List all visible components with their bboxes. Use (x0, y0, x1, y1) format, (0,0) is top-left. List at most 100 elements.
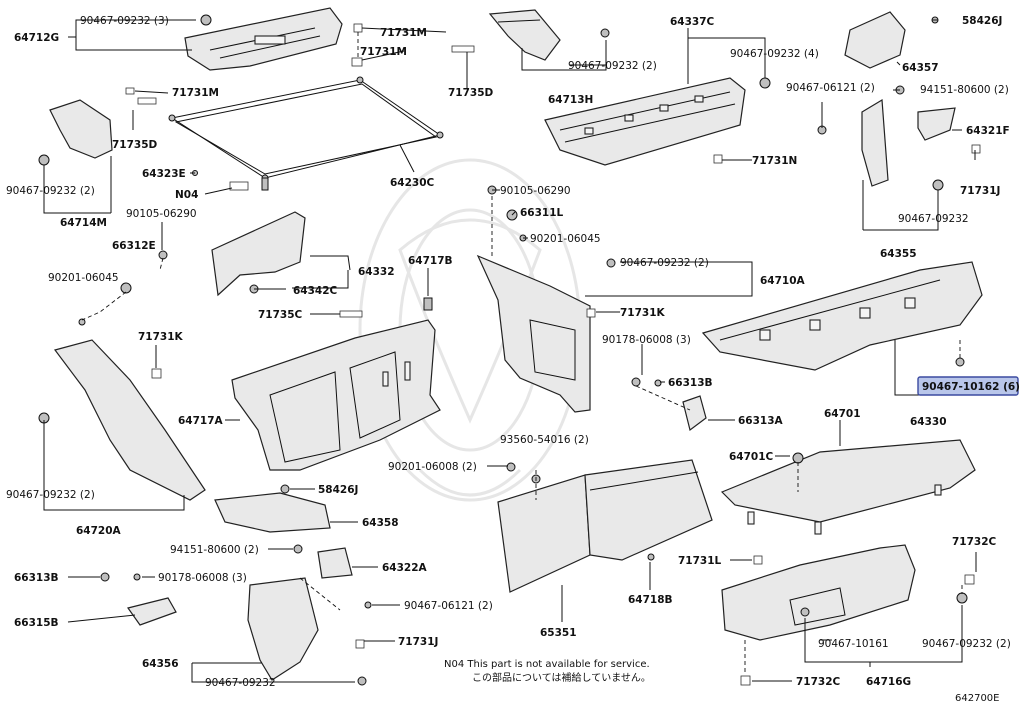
part-64337c-shape (544, 77, 746, 166)
label-90467-06121-2-b[interactable]: 90467-06121 (2) (404, 600, 493, 612)
part-64321f-shape (917, 107, 956, 141)
fasteners-64323e-n04 (78, 170, 249, 326)
label-71731l[interactable]: 71731L (678, 555, 722, 567)
label-90467-09232-2-e[interactable]: 90467-09232 (2) (922, 638, 1011, 650)
label-66311l[interactable]: 66311L (520, 207, 564, 219)
label-90105-06290-b[interactable]: 90105-06290 (500, 185, 571, 197)
label-64332[interactable]: 64332 (358, 266, 395, 278)
label-71731j-b[interactable]: 71731J (398, 636, 438, 648)
label-n04[interactable]: N04 (175, 189, 198, 201)
label-64717a[interactable]: 64717A (178, 415, 224, 427)
label-90178-06008-3-b[interactable]: 90178-06008 (3) (158, 572, 247, 584)
label-58426j-b[interactable]: 58426J (318, 484, 358, 496)
label-64337c[interactable]: 64337C (670, 16, 715, 28)
label-71735c[interactable]: 71735C (258, 309, 303, 321)
service-note: N04 This part is not available for servi… (444, 659, 651, 684)
label-66313b-a[interactable]: 66313B (668, 377, 713, 389)
part-64714m-shape (49, 99, 113, 159)
label-90201-06008-2[interactable]: 90201-06008 (2) (388, 461, 477, 473)
part-64710a-shape (476, 254, 591, 413)
part-64332-shape (211, 211, 306, 297)
label-64330[interactable]: 64330 (910, 416, 947, 428)
part-64322a-shape (317, 547, 353, 579)
fastener-64713h (600, 28, 610, 38)
label-66312e[interactable]: 66312E (112, 240, 156, 252)
fasteners-64716g (740, 555, 975, 686)
label-90467-09232-4[interactable]: 90467-09232 (4) (730, 48, 819, 60)
label-64701[interactable]: 64701 (824, 408, 861, 420)
label-64342c[interactable]: 64342C (293, 285, 338, 297)
label-64357[interactable]: 64357 (902, 62, 939, 74)
part-64358-shape (214, 492, 331, 533)
label-66315b[interactable]: 66315B (14, 617, 59, 629)
part-66315b-shape (127, 597, 177, 626)
label-66313b-b[interactable]: 66313B (14, 572, 59, 584)
label-90467-09232-2-b[interactable]: 90467-09232 (2) (6, 185, 95, 197)
label-71732c-a[interactable]: 71732C (952, 536, 997, 548)
part-64230c-shape (168, 76, 444, 191)
label-64718b[interactable]: 64718B (628, 594, 673, 606)
label-71735d-b[interactable]: 71735D (112, 139, 158, 151)
label-64356[interactable]: 64356 (142, 658, 179, 670)
label-90467-10161[interactable]: 90467-10161 (818, 638, 889, 650)
label-64355[interactable]: 64355 (880, 248, 917, 260)
label-71731m-b[interactable]: 71731M (360, 46, 407, 58)
label-90467-06121-2-a[interactable]: 90467-06121 (2) (786, 82, 875, 94)
label-64701c[interactable]: 64701C (729, 451, 774, 463)
part-64713h-shape (488, 9, 561, 61)
label-64322a[interactable]: 64322A (382, 562, 428, 574)
tag-71735c (339, 310, 363, 318)
part-64720a-shape (53, 339, 206, 501)
label-58426j-a[interactable]: 58426J (962, 15, 1002, 27)
label-90467-09232-b[interactable]: 90467-09232 (898, 213, 969, 225)
label-90467-09232-2-a[interactable]: 90467-09232 (2) (568, 60, 657, 72)
label-71731k-b[interactable]: 71731K (138, 331, 184, 343)
fastener-9046710162 (955, 357, 965, 367)
highlight-box (917, 376, 1019, 396)
note-line-japanese: この部品については補給していません。 (472, 671, 651, 684)
fastener-64701c (792, 452, 804, 464)
label-64358[interactable]: 64358 (362, 517, 399, 529)
label-64323e[interactable]: 64323E (142, 168, 186, 180)
label-90105-06290-a[interactable]: 90105-06290 (126, 208, 197, 220)
label-93560-54016-2[interactable]: 93560-54016 (2) (500, 434, 589, 446)
label-90467-10162-6[interactable]: 90467-10162 (6) (922, 381, 1020, 393)
label-64714m[interactable]: 64714M (60, 217, 107, 229)
label-90467-09232-3[interactable]: 90467-09232 (3) (80, 15, 169, 27)
label-71731k-a[interactable]: 71731K (620, 307, 666, 319)
label-71731j-a[interactable]: 71731J (960, 185, 1000, 197)
label-90178-06008-3-a[interactable]: 90178-06008 (3) (602, 334, 691, 346)
label-64230c[interactable]: 64230C (390, 177, 435, 189)
part-64712g-shape (184, 7, 343, 71)
label-90201-06045-a[interactable]: 90201-06045 (48, 272, 119, 284)
label-64716g[interactable]: 64716G (866, 676, 911, 688)
fastener-64712g (200, 14, 212, 26)
label-71735d-a[interactable]: 71735D (448, 87, 494, 99)
label-64720a[interactable]: 64720A (76, 525, 122, 537)
label-66313a[interactable]: 66313A (738, 415, 784, 427)
label-65351[interactable]: 65351 (540, 627, 577, 639)
fastener-64714m (38, 154, 50, 166)
label-90467-09232-2-d[interactable]: 90467-09232 (2) (6, 489, 95, 501)
label-94151-80600-2-b[interactable]: 94151-80600 (2) (170, 544, 259, 556)
note-line-english: N04 This part is not available for servi… (444, 659, 650, 670)
label-64321f[interactable]: 64321F (966, 125, 1010, 137)
label-71731n-a[interactable]: 71731N (752, 155, 797, 167)
label-71732c-b[interactable]: 71732C (796, 676, 841, 688)
label-71731m-a[interactable]: 71731M (380, 27, 427, 39)
label-64712g[interactable]: 64712G (14, 32, 59, 44)
label-90467-09232-2-c[interactable]: 90467-09232 (2) (620, 257, 709, 269)
figure-code: 642700E (955, 693, 1000, 704)
label-90201-06045-b[interactable]: 90201-06045 (530, 233, 601, 245)
part-labels: 64712G 90467-09232 (3) 71731M 71731M 717… (6, 15, 1020, 689)
label-71731m-c[interactable]: 71731M (172, 87, 219, 99)
tag-71731n (713, 154, 723, 164)
label-64710a[interactable]: 64710A (760, 275, 806, 287)
label-90467-09232-c[interactable]: 90467-09232 (205, 677, 276, 689)
fasteners-right-upper (817, 85, 981, 191)
fastener-64717b (423, 297, 433, 311)
label-94151-80600-2-a[interactable]: 94151-80600 (2) (920, 84, 1009, 96)
label-64713h[interactable]: 64713H (548, 94, 593, 106)
label-64717b[interactable]: 64717B (408, 255, 453, 267)
